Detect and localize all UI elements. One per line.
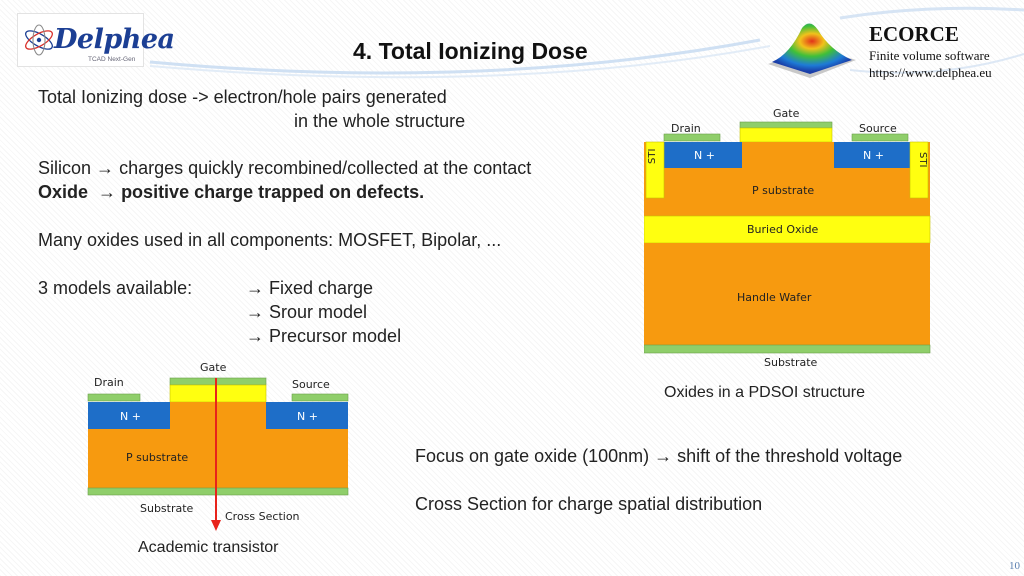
pdsoi-sti-right <box>909 141 929 199</box>
oxide-effect: Oxide → positive charge trapped on defec… <box>38 182 424 203</box>
pdsoi-handle-wafer <box>644 243 930 345</box>
pdsoi-caption: Oxides in a PDSOI structure <box>664 384 865 401</box>
oxide-label: Oxide <box>38 182 89 202</box>
cross-section-arrowhead-icon <box>211 520 221 531</box>
academic-caption: Academic transistor <box>138 539 279 556</box>
intro-line-2: in the whole structure <box>294 111 466 131</box>
academic-n-plus-right <box>266 402 348 429</box>
surface-plot-icon <box>768 23 856 78</box>
pdsoi-n-plus-right <box>834 142 910 168</box>
academic-source-contact <box>291 393 349 402</box>
pdsoi-sti-right-label: STI <box>917 152 928 168</box>
brand-url[interactable]: https://www.delphea.eu <box>869 65 992 80</box>
right-arrow-icon: → <box>98 182 117 202</box>
academic-substrate-label: Substrate <box>140 502 194 515</box>
logo-tagline: TCAD Next-Gen <box>88 56 136 63</box>
delphea-logo: Delphea TCAD Next-Gen <box>17 13 175 67</box>
logo-name: Delphea <box>54 24 175 55</box>
pdsoi-sti-left <box>645 141 665 199</box>
models-label: 3 models available: <box>38 278 193 298</box>
pdsoi-source-label: Source <box>859 122 897 135</box>
atom-logo-icon <box>25 24 53 56</box>
right-arrow-icon: → <box>654 446 673 466</box>
pdsoi-structure-diagram <box>644 121 931 354</box>
oxide-text: positive charge trapped on defects. <box>121 182 425 202</box>
model-item: → Srour model <box>246 302 368 322</box>
page-title: 4. Total Ionizing Dose <box>353 38 588 64</box>
intro-line-1: Total Ionizing dose -> electron/hole pai… <box>38 87 447 107</box>
brand-description: Finite volume software <box>869 48 990 63</box>
pdsoi-n-plus-left-label: N + <box>694 149 715 162</box>
threshold-text: shift of the threshold voltage <box>677 446 903 466</box>
academic-gate-contact <box>169 377 267 386</box>
academic-transistor-diagram <box>87 377 349 531</box>
academic-n-plus-right-label: N + <box>297 410 318 423</box>
academic-drain-label: Drain <box>94 376 124 389</box>
gate-oxide-focus: Focus on gate oxide (100nm) → shift of t… <box>415 446 902 467</box>
pdsoi-drain-contact <box>663 133 721 142</box>
slide-number: 10 <box>1009 560 1020 572</box>
academic-substrate-contact <box>87 487 349 496</box>
cross-section-label: Cross Section <box>225 510 300 523</box>
pdsoi-source-contact <box>851 133 909 142</box>
oxides-note: Many oxides used in all components: MOSF… <box>38 230 502 250</box>
academic-source-label: Source <box>292 378 330 391</box>
pdsoi-n-plus-left <box>664 142 742 168</box>
right-arrow-icon: → <box>246 326 264 346</box>
academic-n-plus-left-label: N + <box>120 410 141 423</box>
right-arrow-icon: → <box>246 278 264 298</box>
pdsoi-buried-oxide <box>644 215 931 244</box>
pdsoi-gate-contact <box>739 121 833 129</box>
pdsoi-sti-left-label: STI <box>647 148 658 164</box>
right-arrow-icon: → <box>246 302 264 322</box>
cross-section-note: Cross Section for charge spatial distrib… <box>415 494 763 514</box>
academic-gate-oxide <box>169 384 267 403</box>
pdsoi-drain-label: Drain <box>671 122 701 135</box>
model-item: → Precursor model <box>246 326 402 346</box>
pdsoi-buried-oxide-label: Buried Oxide <box>747 223 819 236</box>
pdsoi-handle-wafer-label: Handle Wafer <box>737 291 812 304</box>
silicon-effect: Silicon → charges quickly recombined/col… <box>38 158 531 179</box>
pdsoi-gate-oxide <box>739 127 833 143</box>
pdsoi-gate-label: Gate <box>773 107 800 120</box>
brand-name: ECORCE <box>869 22 959 46</box>
academic-p-substrate-label: P substrate <box>126 451 189 464</box>
pdsoi-substrate-label: Substrate <box>764 356 818 369</box>
academic-gate-label: Gate <box>200 361 227 374</box>
right-arrow-icon: → <box>96 158 115 178</box>
focus-text: Focus on gate oxide (100nm) <box>415 446 650 466</box>
academic-drain-contact <box>87 393 141 402</box>
pdsoi-p-substrate-label: P substrate <box>752 184 815 197</box>
silicon-text: charges quickly recombined/collected at … <box>119 158 532 178</box>
header-swoosh <box>149 6 1024 79</box>
pdsoi-substrate-contact <box>644 344 931 354</box>
silicon-label: Silicon <box>38 158 92 178</box>
model-item: → Fixed charge <box>246 278 374 298</box>
pdsoi-n-plus-right-label: N + <box>863 149 884 162</box>
academic-n-plus-left <box>88 402 170 429</box>
